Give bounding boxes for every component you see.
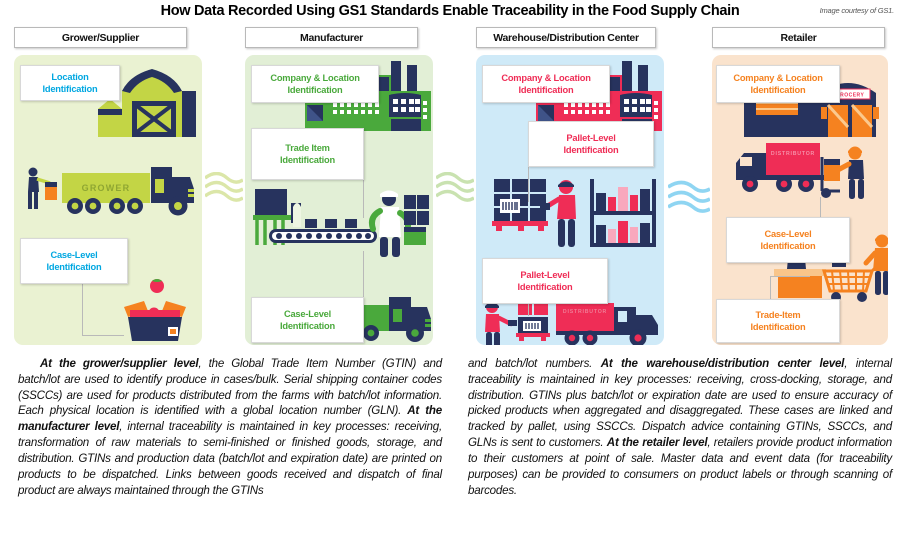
label-company-location-identification[interactable]: Company & Location Identification bbox=[251, 65, 379, 103]
hand-truck-worker-icon bbox=[820, 146, 864, 199]
conveyor-line-icon bbox=[253, 189, 429, 257]
label-pallet-level-identification-lower[interactable]: Pallet-Level Identification bbox=[482, 258, 608, 304]
connector-line bbox=[820, 197, 821, 219]
distributor-truck-scene-icon: DISTRIBUTOR bbox=[485, 301, 658, 345]
body-paragraph-left: At the grower/supplier level, the Global… bbox=[18, 357, 442, 497]
panel-warehouse-distribution-center: Company & Location Identification Pallet… bbox=[476, 55, 664, 345]
tomato-icon bbox=[150, 279, 164, 293]
pallet-scanning-scene-icon bbox=[492, 179, 656, 247]
distributor-truck-icon: DISTRIBUTOR bbox=[736, 143, 824, 192]
delivery-truck-icon bbox=[357, 297, 431, 342]
wave-separator-icon bbox=[205, 172, 243, 202]
svg-text:DISTRIBUTOR: DISTRIBUTOR bbox=[563, 309, 607, 315]
label-case-level-identification[interactable]: Case-Level Identification bbox=[251, 297, 364, 343]
column-header-retailer[interactable]: Retailer bbox=[712, 27, 885, 48]
label-location-identification[interactable]: Location Identification bbox=[20, 65, 120, 101]
wave-separator-icon bbox=[668, 180, 710, 213]
connector-line bbox=[528, 150, 529, 202]
label-trade-item-identification[interactable]: Trade-Item Identification bbox=[716, 299, 840, 343]
grower-truck-icon: GROWER bbox=[28, 167, 194, 216]
connector-line bbox=[770, 276, 771, 314]
page-title: How Data Recorded Using GS1 Standards En… bbox=[160, 3, 740, 19]
connector-line bbox=[82, 335, 124, 336]
svg-text:GROWER: GROWER bbox=[82, 183, 131, 193]
connector-line bbox=[363, 251, 364, 297]
label-company-location-identification[interactable]: Company & Location Identification bbox=[482, 65, 610, 103]
produce-case-icon bbox=[124, 279, 186, 341]
pallet-icon bbox=[492, 179, 548, 231]
label-trade-item-identification[interactable]: Trade Item Identification bbox=[251, 128, 364, 180]
panel-manufacturer: Company & Location Identification Trade … bbox=[245, 55, 433, 345]
barn-icon bbox=[98, 69, 196, 137]
body-paragraph-right: and batch/lot numbers. At the warehouse/… bbox=[468, 357, 893, 497]
shelving-rack-icon bbox=[590, 179, 656, 247]
connector-line bbox=[82, 284, 83, 336]
label-company-location-identification[interactable]: Company & Location Identification bbox=[716, 65, 840, 103]
column-header-warehouse[interactable]: Warehouse/Distribution Center bbox=[476, 27, 656, 48]
retailer-delivery-scene-icon: DISTRIBUTOR bbox=[736, 143, 864, 199]
label-case-level-identification[interactable]: Case-Level Identification bbox=[726, 217, 850, 263]
connector-line bbox=[363, 180, 364, 218]
label-case-level-identification[interactable]: Case-Level Identification bbox=[20, 238, 128, 284]
panel-grower-supplier: Location Identification GROWER bbox=[14, 55, 202, 345]
scanner-worker-icon bbox=[540, 180, 576, 247]
shopping-cart-icon bbox=[821, 261, 882, 302]
panel-retailer: GROCERY Company & Location Identificatio… bbox=[712, 55, 888, 345]
wave-separator-icon bbox=[436, 172, 474, 202]
connector-line bbox=[770, 276, 810, 277]
column-header-manufacturer[interactable]: Manufacturer bbox=[245, 27, 418, 48]
svg-text:DISTRIBUTOR: DISTRIBUTOR bbox=[771, 151, 815, 157]
label-pallet-level-identification-upper[interactable]: Pallet-Level Identification bbox=[528, 121, 654, 167]
image-credit: Image courtesy of GS1. bbox=[819, 6, 895, 15]
column-header-grower-supplier[interactable]: Grower/Supplier bbox=[14, 27, 187, 48]
svg-text:GROCERY: GROCERY bbox=[836, 93, 865, 99]
